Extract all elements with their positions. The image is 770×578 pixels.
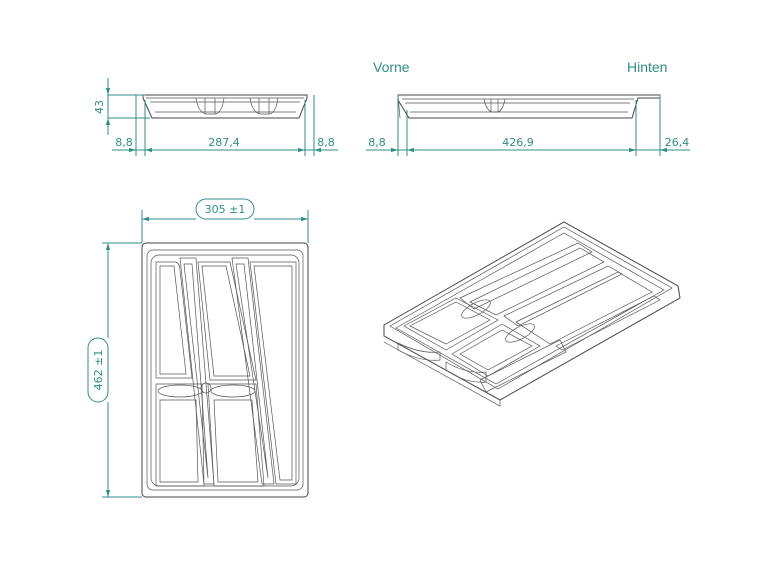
left-margin-dimension: 8,8 (115, 136, 133, 149)
overall-width-dimension: 305 ±1 (205, 203, 246, 216)
right-margin-dimension: 8,8 (317, 136, 335, 149)
top-view: 305 ±1 462 ±1 (87, 198, 309, 498)
front-label: Vorne (373, 59, 410, 75)
front-elevation-view: 43 8,8 287,4 8,8 (93, 78, 338, 156)
isometric-view (383, 221, 681, 407)
inner-depth-dimension: 426,9 (502, 136, 534, 149)
inner-width-dimension: 287,4 (208, 136, 240, 149)
side-elevation-view: Vorne Hinten 8,8 426,9 26,4 (366, 59, 690, 156)
back-label: Hinten (627, 59, 667, 75)
overall-depth-dimension: 462 ±1 (92, 350, 105, 391)
front-margin-dimension: 8,8 (368, 136, 386, 149)
height-dimension: 43 (93, 100, 106, 114)
back-margin-dimension: 26,4 (665, 136, 690, 149)
